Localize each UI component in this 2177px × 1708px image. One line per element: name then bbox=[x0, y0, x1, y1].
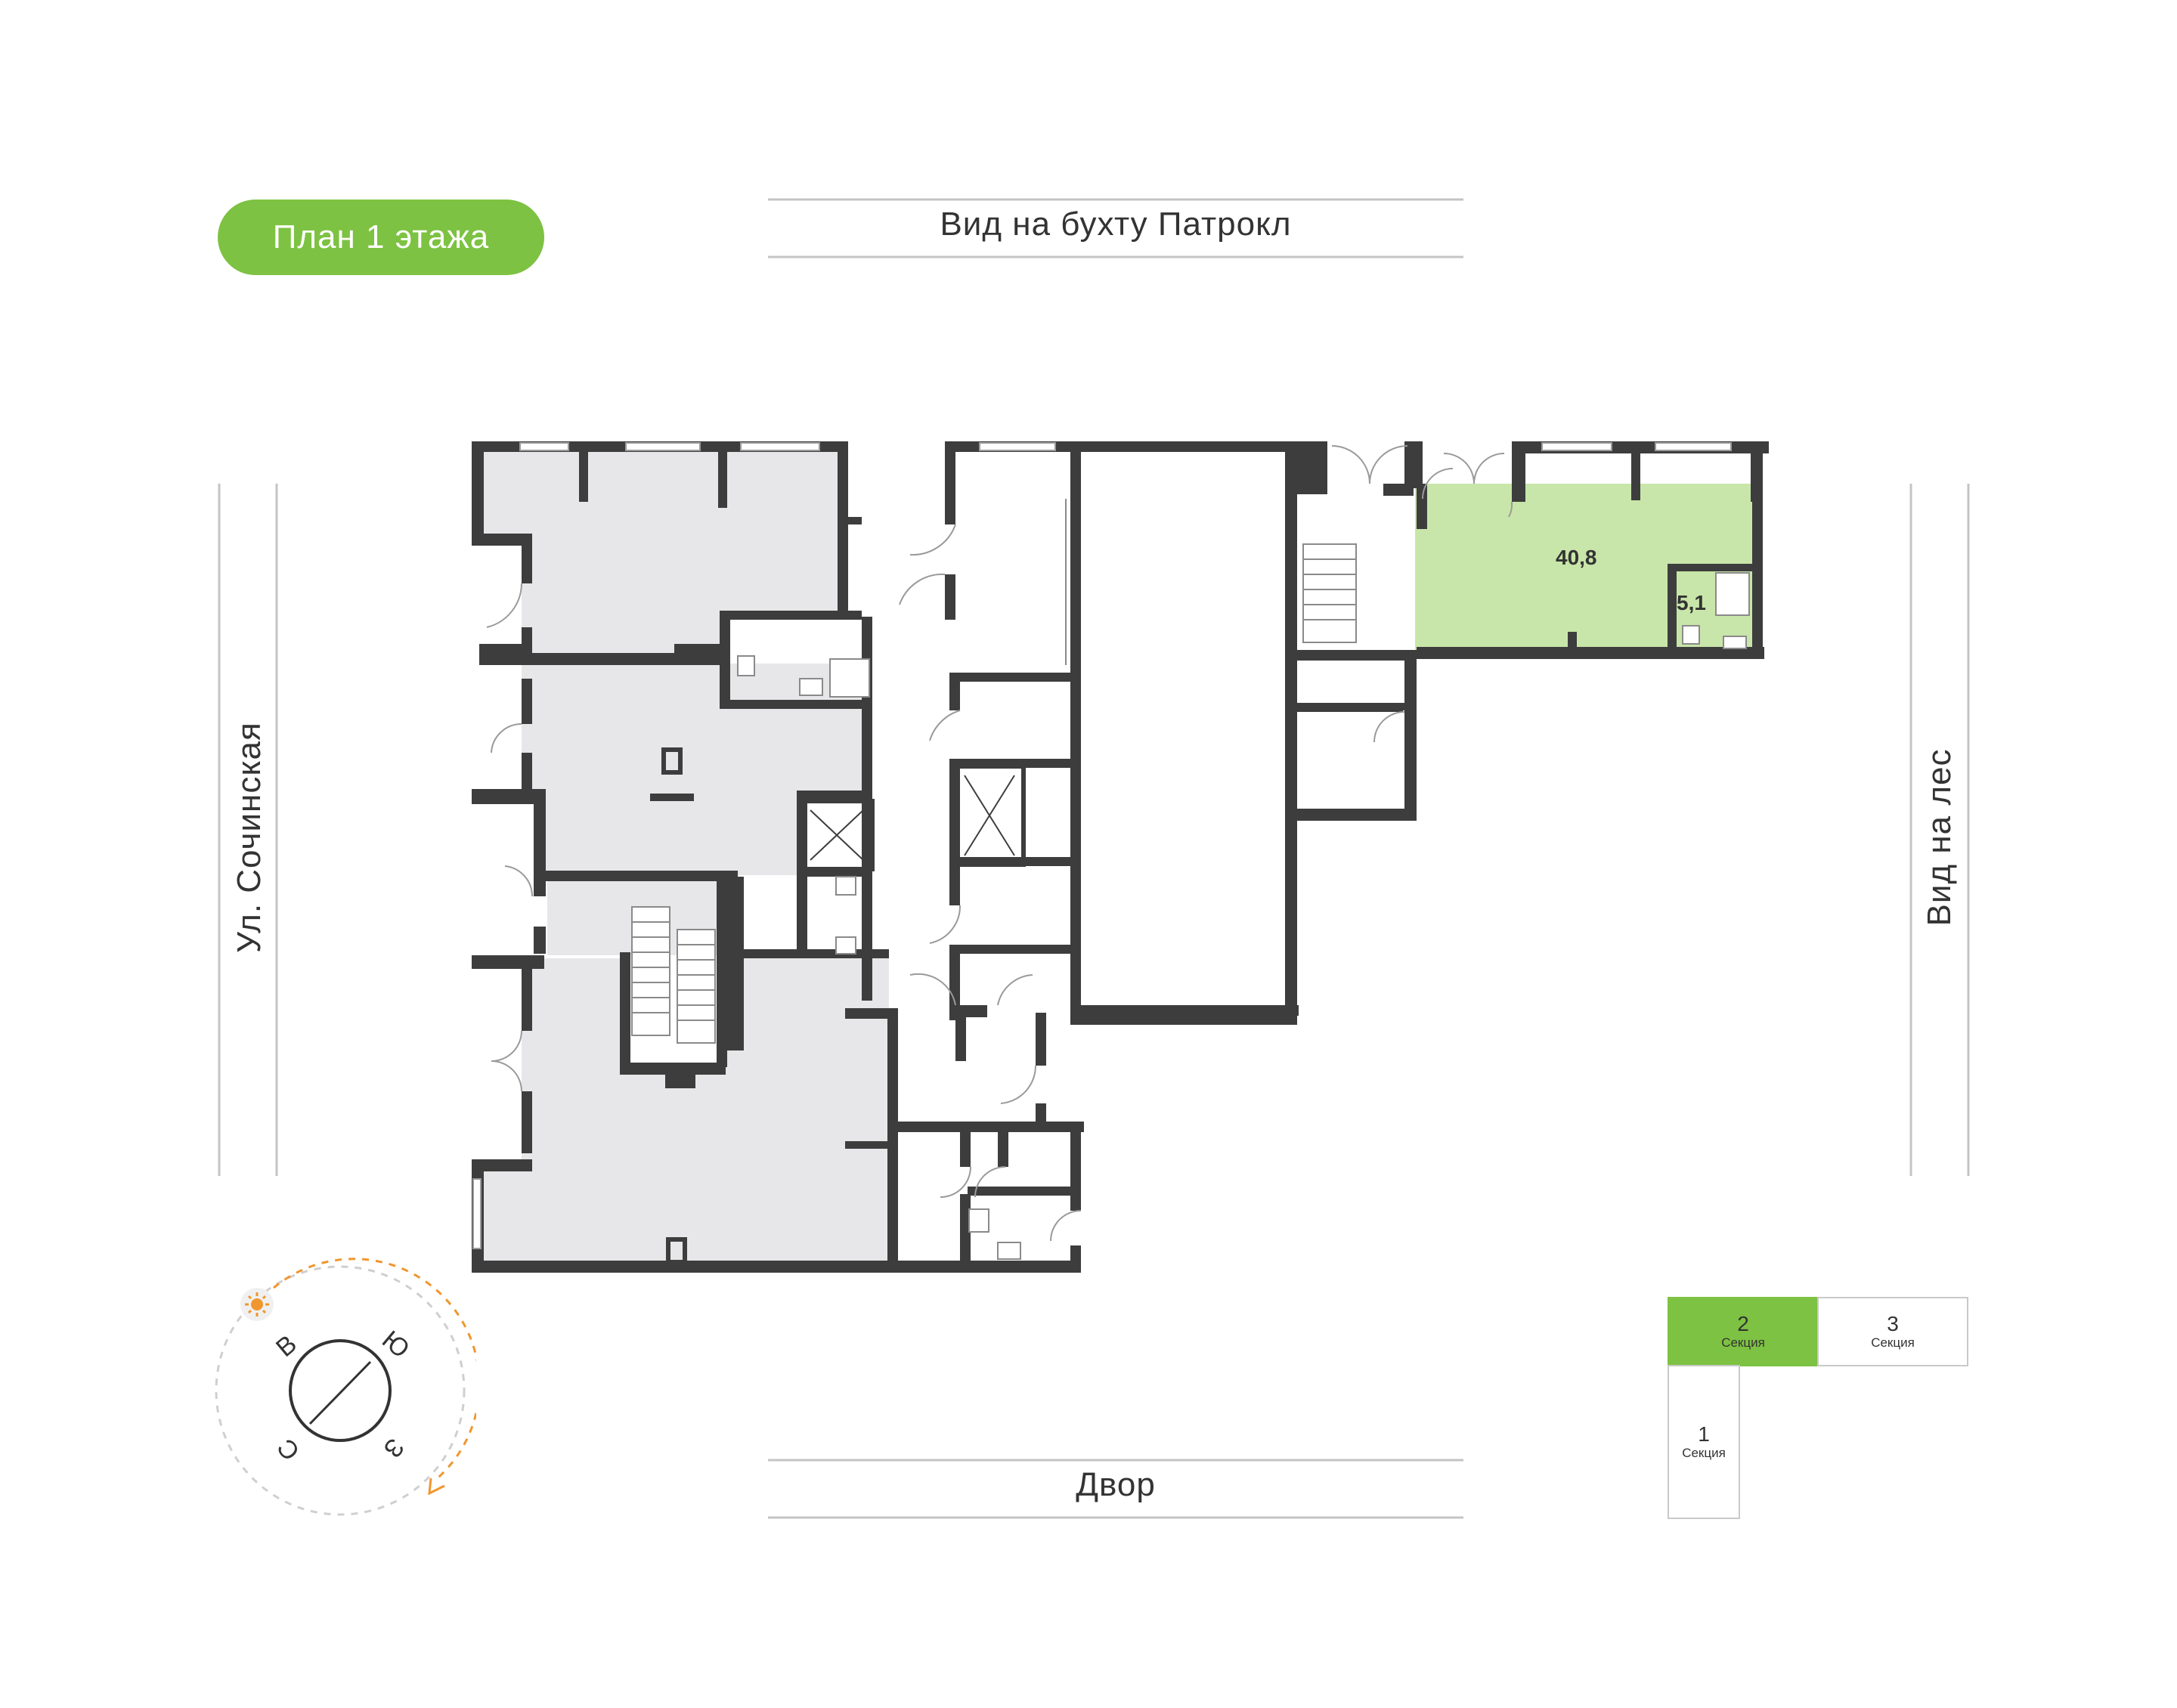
view-label-top: Вид на бухту Патрокл bbox=[940, 206, 1292, 243]
stairs bbox=[631, 499, 1357, 1044]
apartment-area-main: 40,8 bbox=[1556, 546, 1597, 569]
sun-path-arrow-icon bbox=[428, 1477, 445, 1496]
section-3-caption: Секция bbox=[1871, 1335, 1915, 1350]
shower-tray-a bbox=[829, 658, 870, 698]
section-1-number: 1 bbox=[1698, 1422, 1710, 1446]
floor-plan-badge[interactable]: План 1 этажа bbox=[218, 200, 544, 275]
compass-outer-ring bbox=[215, 1265, 466, 1516]
commercial-room-1[interactable] bbox=[484, 452, 838, 654]
plumbing-fixtures bbox=[737, 572, 1750, 1260]
section-1-caption: Секция bbox=[1682, 1446, 1726, 1460]
compass-dial bbox=[289, 1339, 392, 1442]
commercial-room-3[interactable] bbox=[484, 955, 889, 1264]
windows bbox=[472, 442, 1732, 1249]
section-2-number: 2 bbox=[1737, 1312, 1749, 1335]
section-2-caption: Секция bbox=[1721, 1335, 1765, 1350]
commercial-rooms bbox=[484, 452, 889, 1264]
elevator-marks bbox=[810, 775, 1015, 861]
doors bbox=[486, 445, 1513, 1242]
sun-path bbox=[273, 1258, 476, 1483]
walls bbox=[472, 441, 1769, 1273]
commercial-room-2[interactable] bbox=[522, 664, 871, 955]
section-3-number: 3 bbox=[1887, 1312, 1899, 1335]
shower-tray-apartment bbox=[1715, 572, 1750, 616]
sun-icon bbox=[240, 1288, 274, 1321]
section-2-button[interactable]: 2 Секция bbox=[1668, 1297, 1819, 1366]
apartment-area-bath: 5,1 bbox=[1677, 591, 1706, 614]
compass-needle bbox=[308, 1360, 372, 1425]
section-1-button[interactable]: 1 Секция bbox=[1668, 1365, 1740, 1519]
view-guide-lines bbox=[218, 198, 1970, 1519]
section-3-button[interactable]: 3 Секция bbox=[1817, 1297, 1968, 1366]
compass bbox=[215, 1258, 476, 1516]
view-label-bottom: Двор bbox=[1076, 1466, 1156, 1503]
